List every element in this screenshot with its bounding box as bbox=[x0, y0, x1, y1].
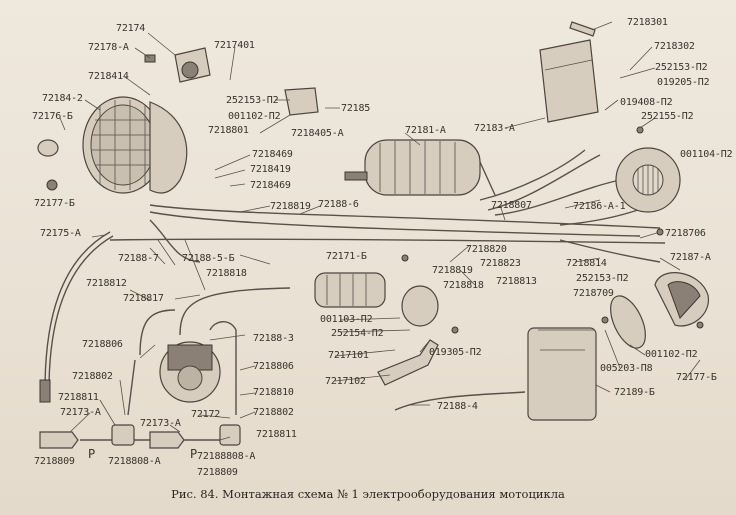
part-label: 72177-Б bbox=[676, 372, 717, 383]
part-label: 7218813 bbox=[496, 276, 537, 287]
part-label: 72189-Б bbox=[614, 387, 655, 398]
part-label: Р bbox=[190, 447, 198, 461]
part-label: 72174 bbox=[116, 23, 146, 34]
part-label: 019205-П2 bbox=[657, 77, 710, 88]
part-label: 72188808-А bbox=[197, 451, 256, 462]
part-label: 7217401 bbox=[214, 40, 255, 51]
part-label: 72188-4 bbox=[437, 401, 478, 412]
part-label: 252153-П2 bbox=[655, 62, 708, 73]
part-label: 7218806 bbox=[82, 339, 123, 350]
part-label: 72177-Б bbox=[34, 198, 75, 209]
part-label: 001102-П2 bbox=[645, 349, 698, 360]
part-label: 005203-П8 bbox=[600, 363, 653, 374]
part-label: 001102-П2 bbox=[228, 111, 281, 122]
part-label: 7218809 bbox=[34, 456, 75, 467]
part-label: 72183-А bbox=[474, 123, 515, 134]
part-label: 7218823 bbox=[480, 258, 521, 269]
part-label: 72188-6 bbox=[318, 199, 359, 210]
part-label: 7217101 bbox=[328, 350, 369, 361]
part-label: 7218817 bbox=[123, 293, 164, 304]
part-label: 7218802 bbox=[72, 371, 113, 382]
part-label: 72186-А-1 bbox=[573, 201, 626, 212]
part-label: 7217102 bbox=[325, 376, 366, 387]
part-label: 7218808-А bbox=[108, 456, 161, 467]
part-label: 72188-7 bbox=[118, 253, 159, 264]
part-label: 019305-П2 bbox=[429, 347, 482, 358]
part-label: 7218414 bbox=[88, 71, 129, 82]
part-label: 7218810 bbox=[253, 387, 294, 398]
part-label: 72172 bbox=[191, 409, 221, 420]
part-label: 72173-А bbox=[140, 418, 181, 429]
part-label: 7218469 bbox=[250, 180, 291, 191]
part-label: 252154-П2 bbox=[331, 328, 384, 339]
part-label: 7218809 bbox=[197, 467, 238, 478]
main-harness bbox=[149, 204, 661, 229]
part-label: 7218818 bbox=[443, 280, 484, 291]
part-label: 7218405-А bbox=[291, 128, 344, 139]
part-label: 7218818 bbox=[206, 268, 247, 279]
part-label: 72181-А bbox=[405, 125, 446, 136]
part-label: 7218469 bbox=[252, 149, 293, 160]
left-cable bbox=[44, 231, 111, 391]
part-label: 7218706 bbox=[665, 228, 706, 239]
part-label: Р bbox=[88, 447, 96, 461]
part-label: 7218302 bbox=[654, 41, 695, 52]
part-label: 7218419 bbox=[250, 164, 291, 175]
part-label: 7218814 bbox=[566, 258, 607, 269]
part-label: 252155-П2 bbox=[641, 111, 694, 122]
figure-caption: Рис. 84. Монтажная схема № 1 электрообор… bbox=[171, 487, 565, 501]
part-label: 7218806 bbox=[253, 361, 294, 372]
part-label: 7218819 bbox=[432, 265, 473, 276]
part-label: 7218811 bbox=[256, 429, 297, 440]
part-label: 72184-2 bbox=[42, 93, 83, 104]
part-label: 72178-А bbox=[88, 42, 129, 53]
part-label: 7218802 bbox=[253, 407, 294, 418]
part-label: 72188-5-Б bbox=[182, 253, 235, 264]
part-label: 7218301 bbox=[627, 17, 668, 28]
part-label: 7218801 bbox=[208, 125, 249, 136]
part-label: 7218819 bbox=[270, 201, 311, 212]
part-label: 72185 bbox=[341, 103, 371, 114]
part-label: 7218807 bbox=[491, 200, 532, 211]
part-label: 001103-П2 bbox=[320, 314, 373, 325]
part-label: 7218820 bbox=[466, 244, 507, 255]
part-label: 001104-П2 bbox=[680, 149, 733, 160]
part-label: 7218709 bbox=[573, 288, 614, 299]
part-label: 252153-П2 bbox=[576, 273, 629, 284]
part-label: 252153-П2 bbox=[226, 95, 279, 106]
part-label: 72173-А bbox=[60, 407, 101, 418]
part-label: 019408-П2 bbox=[620, 97, 673, 108]
part-label: 72188-3 bbox=[253, 333, 294, 344]
part-label: 72171-Б bbox=[326, 251, 367, 262]
part-label: 72187-А bbox=[670, 252, 711, 263]
part-label: 7218811 bbox=[58, 392, 99, 403]
part-label: 72176-Б bbox=[32, 111, 73, 122]
part-label: 72175-А bbox=[40, 228, 81, 239]
part-label: 7218812 bbox=[86, 278, 127, 289]
